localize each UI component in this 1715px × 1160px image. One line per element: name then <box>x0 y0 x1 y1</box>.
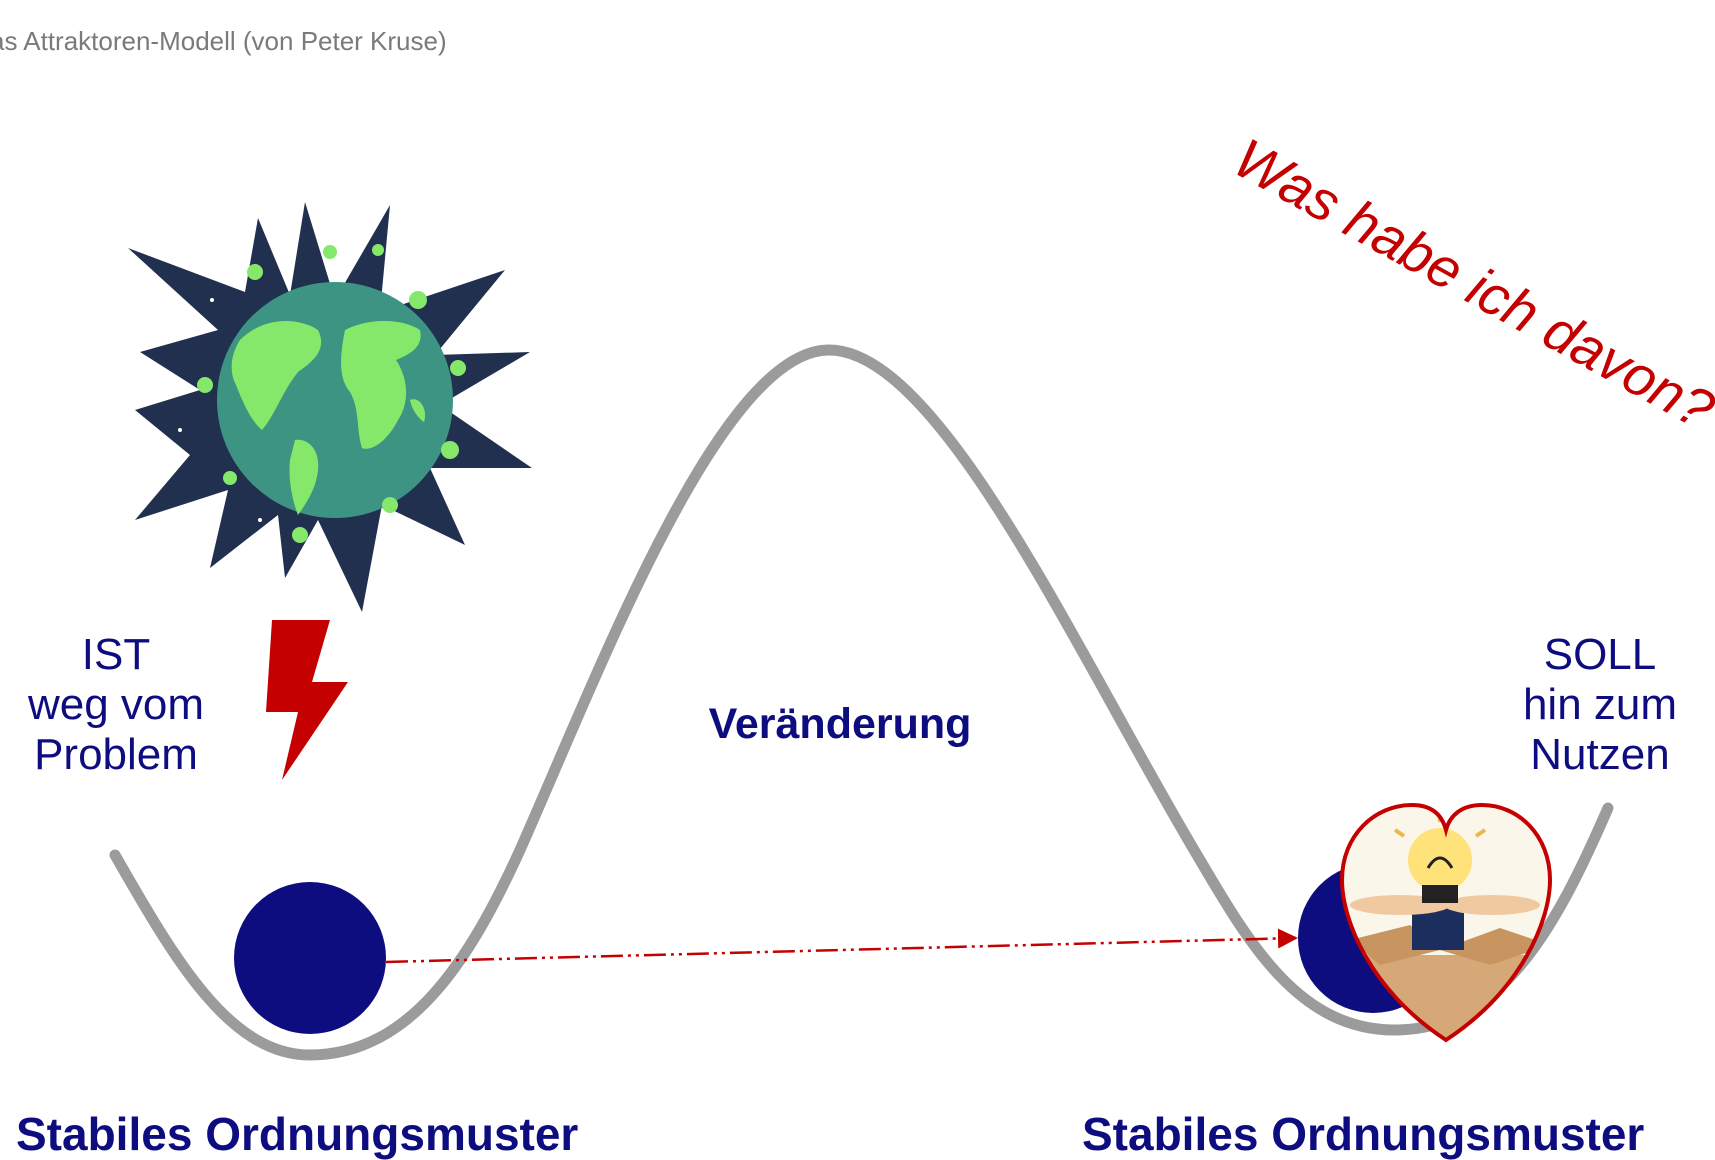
slide-title: as Attraktoren-Modell (von Peter Kruse) <box>0 26 447 57</box>
ist-line: weg vom <box>0 680 232 730</box>
ball-icon <box>234 882 386 1034</box>
lightning-bolt-icon <box>266 620 348 780</box>
dash-dot-arrow <box>386 938 1296 962</box>
ist-label: IST weg vom Problem <box>0 630 232 780</box>
earth-explosion-icon <box>128 202 532 612</box>
ist-line: IST <box>0 630 232 680</box>
soll-label: SOLL hin zum Nutzen <box>1495 630 1705 780</box>
soll-line: hin zum <box>1495 680 1705 730</box>
soll-line: SOLL <box>1495 630 1705 680</box>
stable-pattern-label-left: Stabiles Ordnungsmuster <box>16 1108 578 1160</box>
change-label: Veränderung <box>660 700 1020 749</box>
heart-lightbulb-box-icon <box>1330 790 1560 1060</box>
soll-line: Nutzen <box>1495 730 1705 780</box>
ist-line: Problem <box>0 730 232 780</box>
stable-pattern-label-right: Stabiles Ordnungsmuster <box>1082 1108 1644 1160</box>
